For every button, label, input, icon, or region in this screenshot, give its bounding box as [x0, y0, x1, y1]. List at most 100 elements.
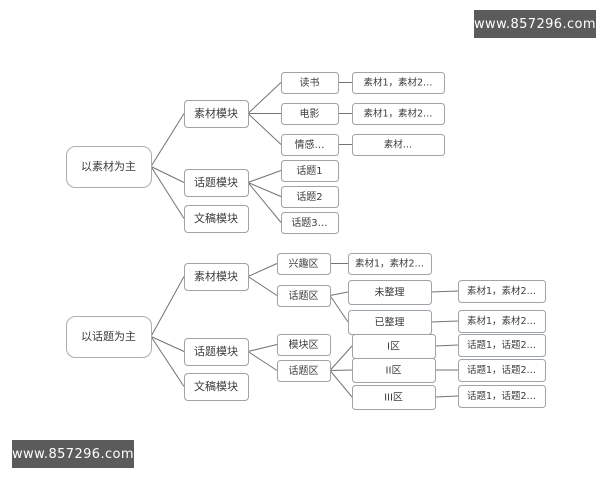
node-topic-first-m_sorted[interactable]: 已整理 [348, 310, 432, 335]
node-topic-first-m_unsorted[interactable]: 未整理 [348, 280, 432, 305]
node-box[interactable] [277, 253, 331, 275]
node-topic-first-m_zone2[interactable]: II区 [352, 358, 436, 383]
node-label: 素材1，素材2… [467, 285, 536, 297]
node-topic-first-z_topic_t[interactable]: 话题区 [277, 360, 331, 382]
node-topic-first-z_module[interactable]: 模块区 [277, 334, 331, 356]
node-label: 兴趣区 [289, 257, 319, 270]
node-topic-first-l2_topic[interactable]: 话题模块 [184, 338, 249, 366]
node-box[interactable] [352, 134, 445, 156]
node-topic-first-r_zone3[interactable]: 话题1，话题2… [458, 385, 546, 408]
node-box[interactable] [277, 334, 331, 356]
node-label: 文稿模块 [194, 211, 238, 225]
node-box[interactable] [184, 263, 249, 291]
node-label: 未整理 [375, 286, 405, 299]
connector-已整理-to-素材1-素材2 [430, 320, 459, 323]
node-topic-first-m_zone1[interactable]: I区 [352, 334, 436, 359]
node-label: 素材模块 [194, 106, 238, 120]
node-material-first-l2_material[interactable]: 素材模块 [184, 100, 249, 128]
node-box[interactable] [184, 100, 249, 128]
node-box[interactable] [184, 205, 249, 233]
node-box[interactable] [458, 334, 546, 357]
node-topic-first-r_unsorted[interactable]: 素材1，素材2… [458, 280, 546, 303]
node-label: 话题1，话题2… [467, 390, 536, 402]
node-label: 话题1，话题2… [467, 339, 536, 351]
links-material-first [150, 82, 352, 223]
connector-以话题为主-to-素材模块 [150, 276, 185, 337]
watermark-bottom-left: www.857296.com [12, 440, 134, 468]
node-material-first-l3_movie[interactable]: 电影 [281, 103, 339, 125]
node-box[interactable] [281, 103, 339, 125]
connector-iii区-to-话题1-话题2 [434, 395, 459, 398]
node-topic-first-m_interest[interactable]: 素材1，素材2… [348, 253, 432, 275]
node-material-first-l3_emotion[interactable]: 情感… [281, 134, 339, 156]
connector-以话题为主-to-话题模块 [150, 336, 185, 352]
node-box[interactable] [352, 358, 436, 383]
node-label: 话题1 [296, 165, 322, 177]
node-box[interactable] [184, 373, 249, 401]
node-material-first-l4_movie[interactable]: 素材1，素材2… [352, 103, 445, 125]
watermark-text: www.857296.com [474, 16, 596, 32]
node-box[interactable] [66, 316, 152, 358]
node-label: 素材1，素材2… [467, 315, 536, 327]
connector-话题区-to-iii区 [329, 370, 353, 398]
node-label: 素材1，素材2… [363, 77, 432, 89]
node-box[interactable] [348, 280, 432, 305]
node-box[interactable] [277, 360, 331, 382]
node-label: 素材模块 [194, 269, 238, 283]
links-topic-first [150, 263, 459, 398]
node-topic-first-root[interactable]: 以话题为主 [66, 316, 152, 358]
node-material-first-l3_topic1[interactable]: 话题1 [281, 160, 339, 182]
connector-话题区-to-ii区 [329, 369, 353, 371]
node-label: 以话题为主 [81, 330, 136, 343]
node-material-first-l3_topic2[interactable]: 话题2 [281, 186, 339, 208]
node-box[interactable] [458, 310, 546, 333]
connector-话题模块-to-话题1 [247, 170, 282, 183]
node-box[interactable] [281, 160, 339, 182]
node-box[interactable] [458, 359, 546, 382]
node-box[interactable] [277, 285, 331, 307]
node-label: 话题1，话题2… [467, 364, 536, 376]
node-box[interactable] [458, 385, 546, 408]
node-box[interactable] [352, 103, 445, 125]
node-topic-first-r_zone1[interactable]: 话题1，话题2… [458, 334, 546, 357]
node-material-first-l3_topic3[interactable]: 话题3… [281, 212, 339, 234]
connector-话题区-to-i区 [329, 345, 353, 371]
node-topic-first-r_sorted[interactable]: 素材1，素材2… [458, 310, 546, 333]
node-topic-first-l2_material[interactable]: 素材模块 [184, 263, 249, 291]
node-box[interactable] [352, 385, 436, 410]
node-box[interactable] [352, 72, 445, 94]
node-box[interactable] [184, 338, 249, 366]
connector-以素材为主-to-话题模块 [150, 166, 185, 183]
node-material-first-l3_read[interactable]: 读书 [281, 72, 339, 94]
node-label: 话题3… [291, 217, 327, 229]
node-label: 话题区 [289, 290, 319, 302]
connector-lines-layer [150, 82, 459, 398]
node-material-first-l2_topic[interactable]: 话题模块 [184, 169, 249, 197]
node-label: 话题模块 [194, 176, 238, 189]
node-box[interactable] [66, 146, 152, 188]
node-box[interactable] [281, 134, 339, 156]
node-material-first-l4_emotion[interactable]: 素材… [352, 134, 445, 156]
node-label: 素材… [384, 139, 413, 151]
node-material-first-l4_read[interactable]: 素材1，素材2… [352, 72, 445, 94]
node-box[interactable] [458, 280, 546, 303]
node-box[interactable] [281, 186, 339, 208]
connector-话题模块-to-话题3 [247, 182, 282, 223]
node-topic-first-z_interest[interactable]: 兴趣区 [277, 253, 331, 275]
node-label: II区 [386, 365, 402, 377]
node-label: 素材1，素材2… [355, 258, 424, 270]
node-box[interactable] [348, 253, 432, 275]
node-topic-first-r_zone2[interactable]: 话题1，话题2… [458, 359, 546, 382]
node-box[interactable] [281, 212, 339, 234]
node-box[interactable] [281, 72, 339, 94]
node-material-first-l2_draft[interactable]: 文稿模块 [184, 205, 249, 233]
node-topic-first-m_zone3[interactable]: III区 [352, 385, 436, 410]
node-label: 素材1，素材2… [363, 108, 432, 120]
node-topic-first-l2_draft[interactable]: 文稿模块 [184, 373, 249, 401]
node-label: 模块区 [289, 339, 319, 351]
node-topic-first-z_topic_m[interactable]: 话题区 [277, 285, 331, 307]
node-box[interactable] [184, 169, 249, 197]
connector-话题区-to-已整理 [329, 295, 349, 323]
node-material-first-root[interactable]: 以素材为主 [66, 146, 152, 188]
